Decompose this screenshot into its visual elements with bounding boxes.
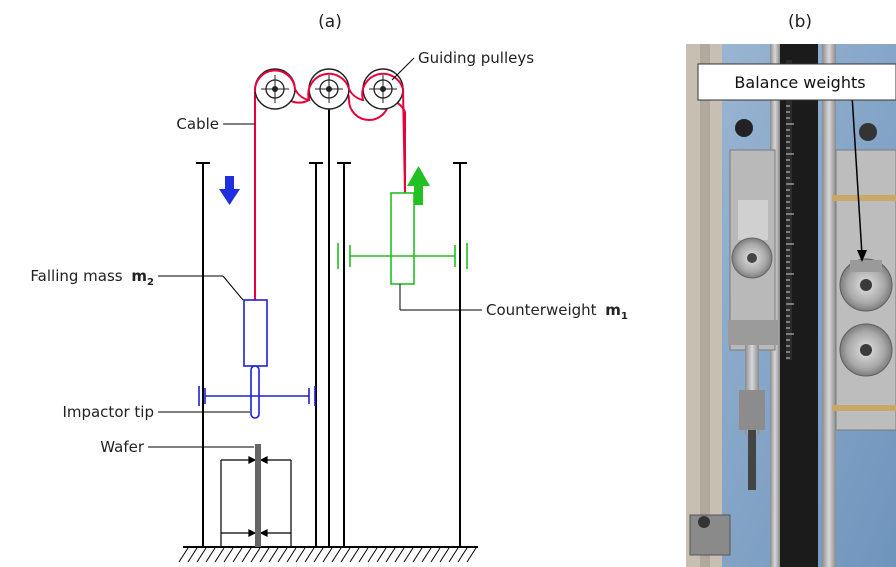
falling-mass-label: Falling mass m2 xyxy=(30,267,154,288)
guiding-pulleys-label: Guiding pulleys xyxy=(418,49,534,67)
falling-mass-assembly xyxy=(199,300,315,418)
guiding-pulleys xyxy=(255,69,403,109)
panel-a-label: (a) xyxy=(318,12,342,32)
panel-b-label: (b) xyxy=(788,12,812,32)
frame-columns xyxy=(196,92,467,547)
wafer xyxy=(255,444,261,547)
down-arrow xyxy=(219,176,240,205)
cable-label: Cable xyxy=(176,115,219,133)
test-machine-photo: Balance weights xyxy=(686,44,896,567)
impactor-tip-label: Impactor tip xyxy=(62,403,154,421)
balance-weights-label: Balance weights xyxy=(734,73,865,92)
wafer-label: Wafer xyxy=(100,438,145,456)
counterweight-assembly xyxy=(338,193,467,284)
counterweight-label: Counterweight m1 xyxy=(486,301,628,322)
pulley-center xyxy=(309,69,349,109)
ground-hatch xyxy=(179,547,478,562)
